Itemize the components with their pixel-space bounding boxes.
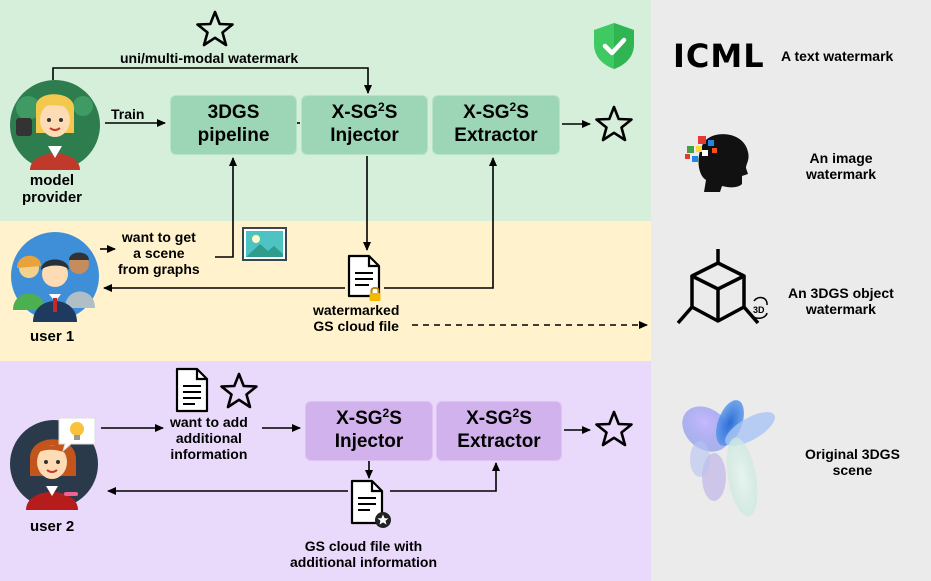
extractor2-box: X-SG2S Extractor	[436, 401, 562, 461]
train-label: Train	[111, 106, 145, 122]
document-icon	[175, 367, 209, 413]
text-watermark-label: A text watermark	[781, 48, 894, 64]
want-scene-arrow	[215, 157, 237, 258]
extractor-box: X-SG2S Extractor	[432, 95, 560, 155]
badge-3d: 3D	[753, 305, 765, 315]
image-icon	[242, 227, 287, 261]
lightbulb-icon	[58, 417, 96, 452]
shield-check-icon	[594, 23, 634, 69]
person-avatar-icon	[10, 80, 100, 170]
lock-icon	[369, 286, 381, 301]
file2-extractor2-arrow	[390, 462, 500, 492]
user1-label: user 1	[30, 328, 75, 345]
cube-3d-icon: 3D	[676, 249, 768, 325]
document-icon	[347, 254, 381, 298]
star-icon	[595, 105, 633, 142]
watermark-line	[52, 67, 372, 94]
watermark-type-label: uni/multi-modal watermark	[120, 50, 299, 66]
star-icon	[196, 10, 234, 47]
purple-band	[0, 361, 651, 581]
user2-label: user 2	[30, 518, 75, 535]
injector-box: X-SG2S Injector	[301, 95, 428, 155]
right-panel	[651, 0, 931, 581]
petal-scene-icon	[682, 400, 775, 517]
group-avatar-icon	[11, 232, 99, 322]
star-icon	[595, 410, 633, 447]
document-icon	[350, 479, 391, 528]
icml-logo-text: ICML	[673, 37, 765, 75]
file-extractor-arrow	[384, 157, 497, 289]
star-icon	[220, 372, 258, 409]
injector2-box: X-SG2S Injector	[305, 401, 433, 461]
head-pixels-icon	[685, 134, 749, 192]
